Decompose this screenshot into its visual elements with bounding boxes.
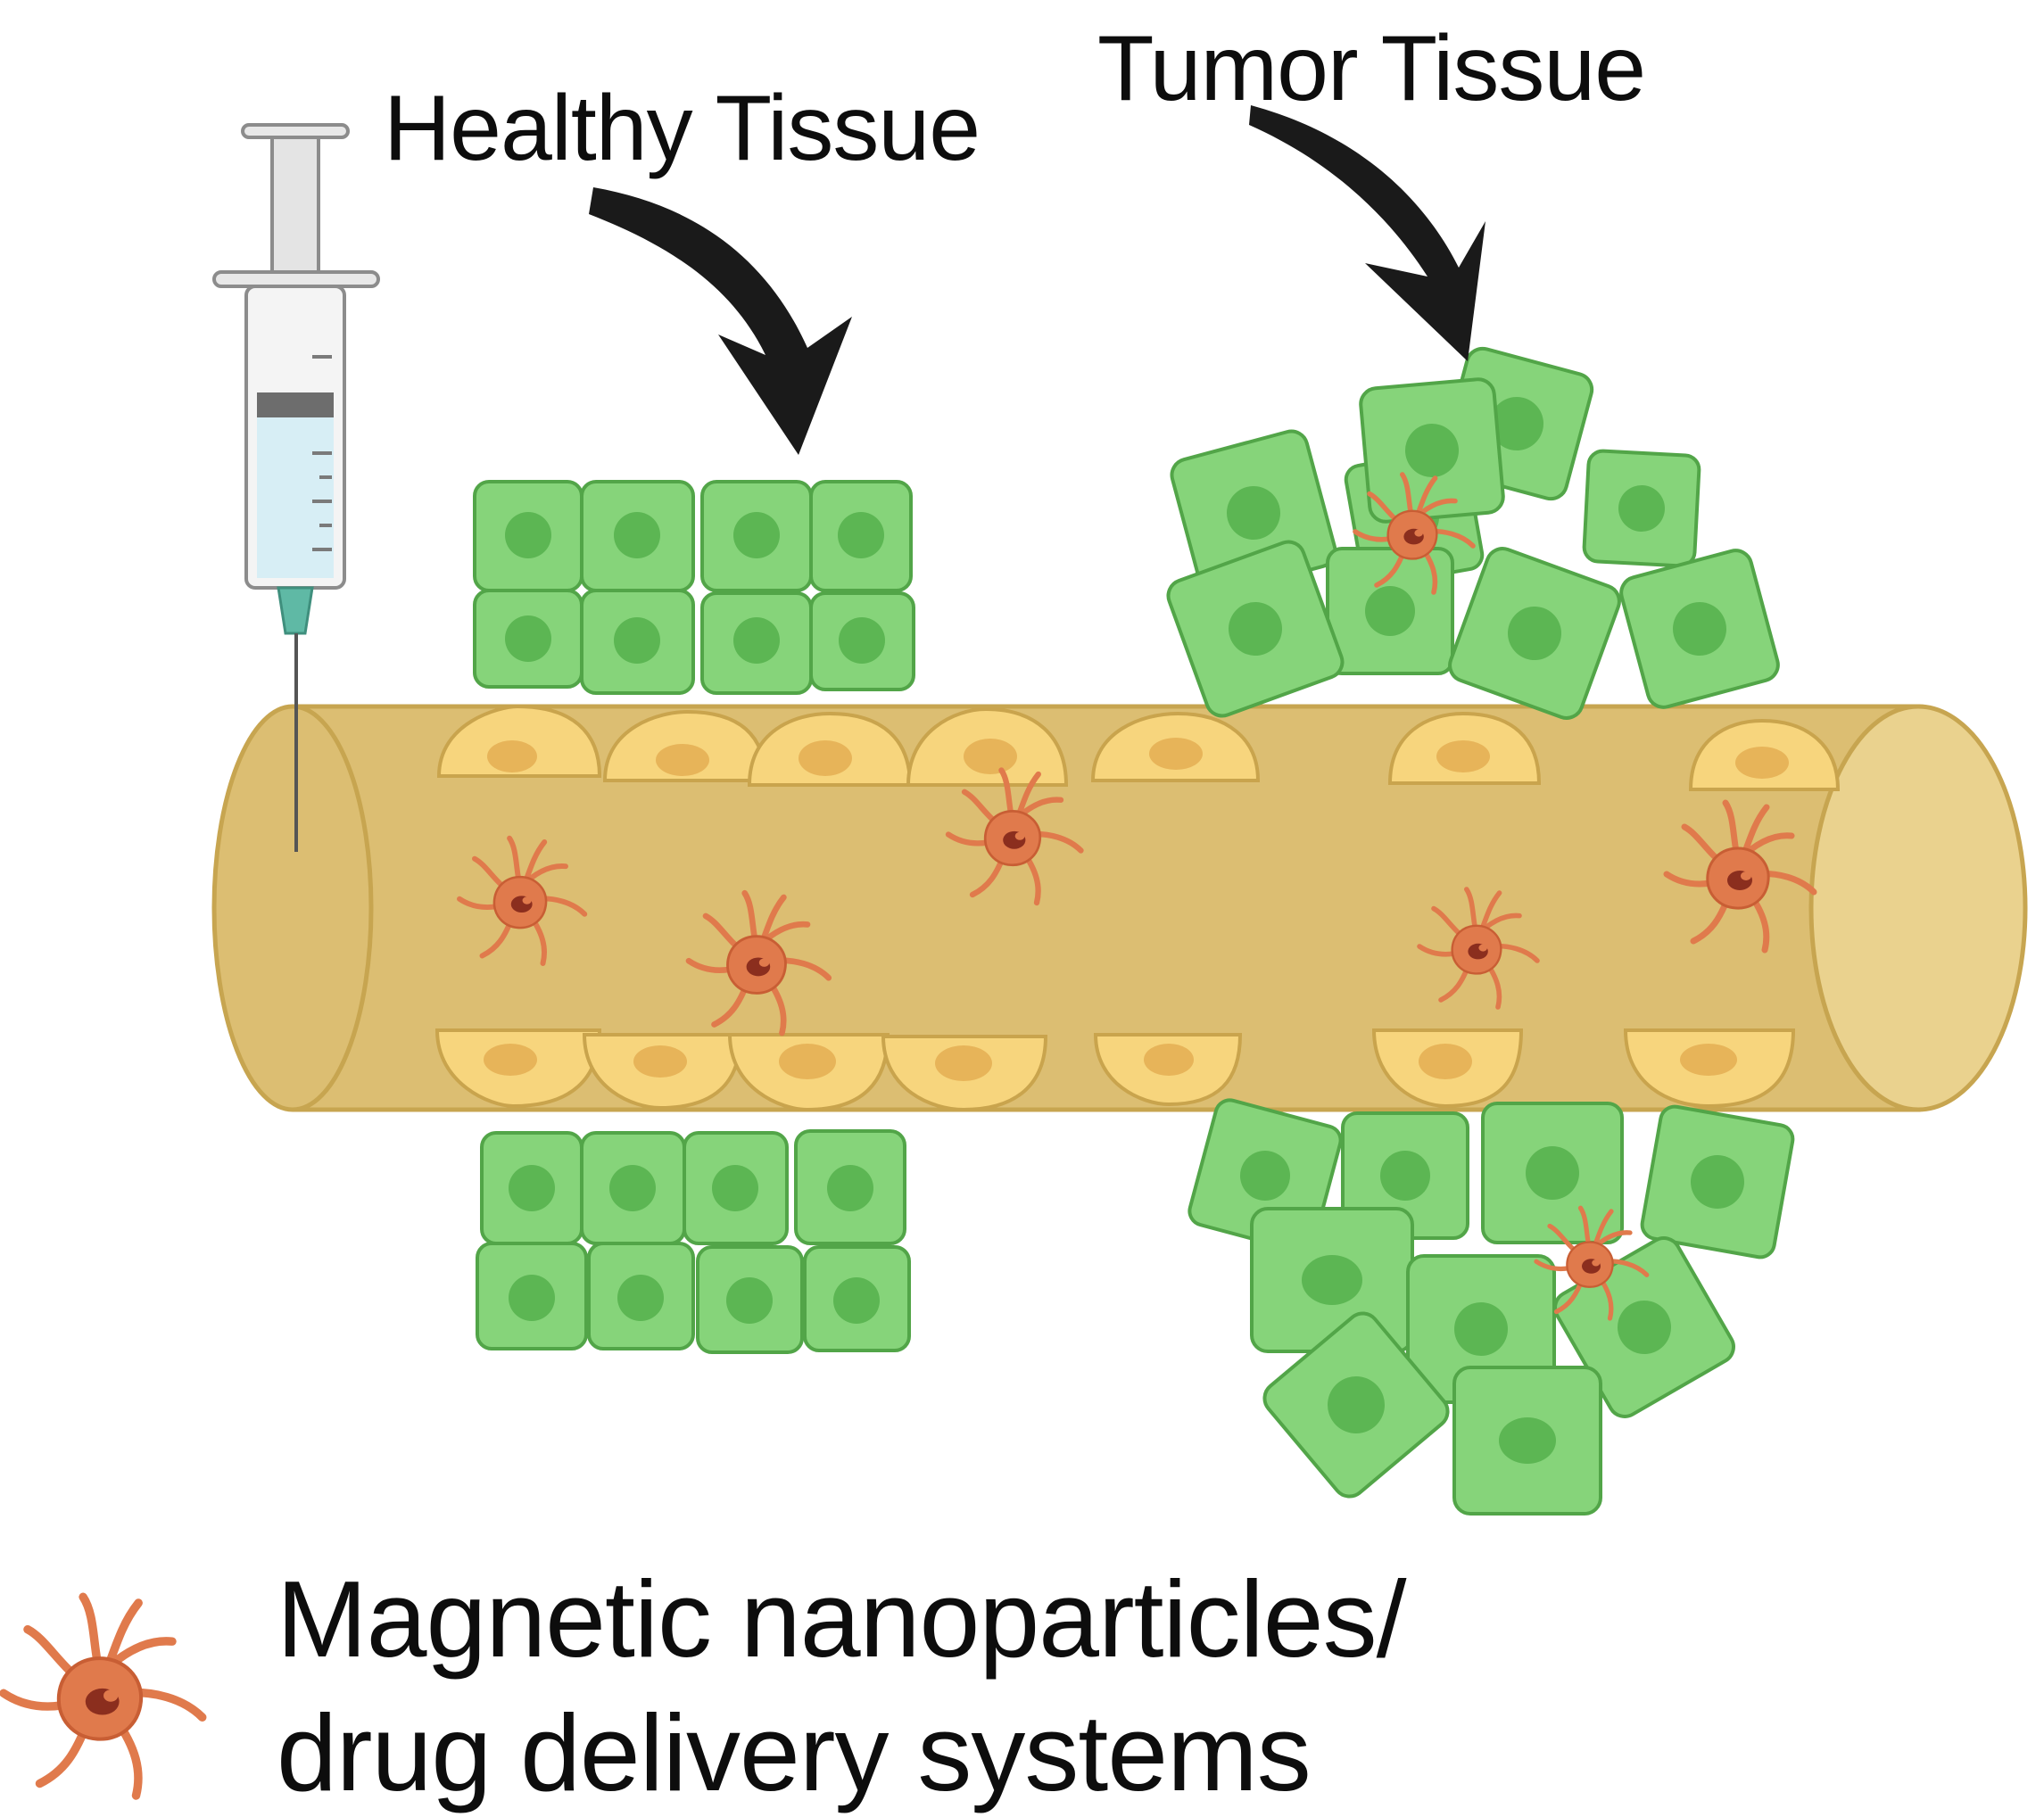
tumor-cells-bottom xyxy=(1188,1098,1795,1516)
legend-text-line2: drug delivery systems xyxy=(277,1692,1312,1813)
healthy-tissue-label: Healthy Tissue xyxy=(384,77,981,180)
tumor-cells-top xyxy=(1166,346,1780,720)
legend-text-line1: Magnetic nanoparticles/ xyxy=(277,1558,1407,1680)
endothelial-cells-bottom xyxy=(434,1028,1796,1112)
endothelial-cells-top xyxy=(436,704,1841,791)
nanoparticle-icon xyxy=(4,1597,203,1796)
syringe-icon xyxy=(212,123,380,635)
healthy-tissue-nuclei xyxy=(505,512,885,1324)
healthy-tissue-arrow xyxy=(589,187,852,455)
tumor-tissue-arrow xyxy=(1249,105,1485,361)
tumor-tissue-label: Tumor Tissue xyxy=(1097,17,1646,120)
